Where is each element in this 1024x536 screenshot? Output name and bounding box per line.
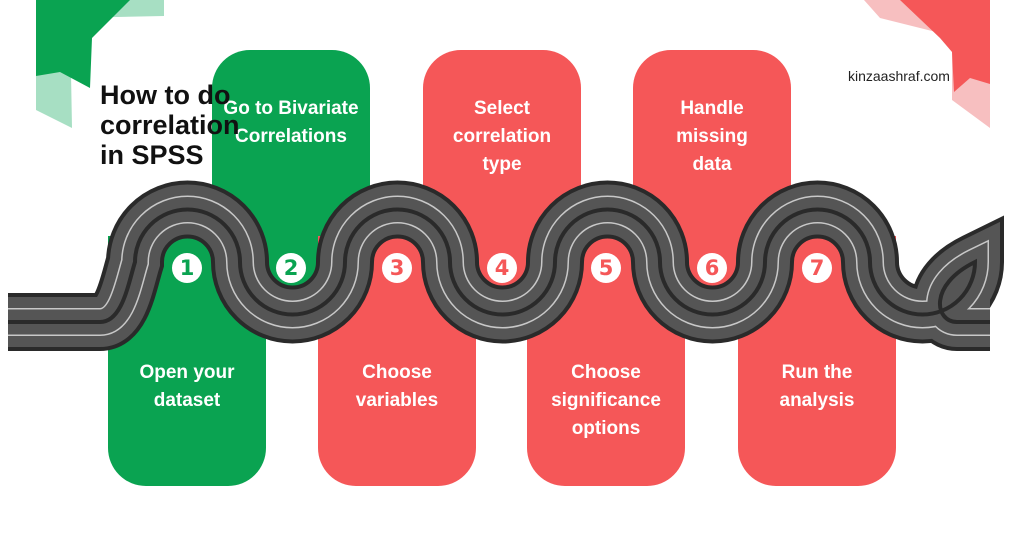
road-center-line <box>8 207 990 324</box>
step-4-line-2: correlation <box>452 126 552 147</box>
step-label-6: Handle missing data <box>627 95 797 179</box>
title-line-3: in SPSS <box>100 140 204 170</box>
step-label-3: Choose variables <box>312 359 482 415</box>
step-2-line-2: Correlations <box>235 126 347 147</box>
step-5-line-1: Choose <box>571 362 641 383</box>
step-label-5: Choose significance options <box>521 359 691 443</box>
step-4-line-1: Select <box>474 98 530 119</box>
step-number-5: 5 <box>591 253 621 283</box>
step-6-line-2: missing <box>676 126 748 147</box>
step-number-4: 4 <box>487 253 517 283</box>
top-right-chevrons <box>864 0 990 128</box>
step-4-line-3: type <box>482 154 522 175</box>
step-6-line-1: Handle <box>680 98 744 119</box>
step-label-4: Select correlation type <box>417 95 587 179</box>
step-number-3: 3 <box>382 253 412 283</box>
step-3-line-1: Choose <box>362 362 432 383</box>
step-5-line-2: significance <box>551 390 661 411</box>
title-line-1: How to do <box>100 80 231 110</box>
step-number-1: 1 <box>172 253 202 283</box>
step-number-6: 6 <box>697 253 727 283</box>
title-line-2: correlation <box>100 110 240 140</box>
website-credit: kinzaashraf.com <box>848 68 950 84</box>
step-number-2: 2 <box>276 253 306 283</box>
top-left-chevron-dark <box>36 0 130 88</box>
page-title: How to do correlation in SPSS <box>100 80 240 170</box>
top-left-chevrons <box>36 0 164 128</box>
top-right-chevron-dark <box>900 0 990 92</box>
step-2-line-1: Go to Bivariate <box>223 98 359 119</box>
step-6-line-3: data <box>692 154 732 175</box>
step-number-7: 7 <box>802 253 832 283</box>
step-1-line-2: dataset <box>153 390 221 411</box>
step-5-line-3: options <box>571 418 641 439</box>
step-1-line-1: Open your <box>139 362 235 383</box>
step-7-line-1: Run the <box>781 362 853 383</box>
step-3-line-2: variables <box>355 390 439 411</box>
step-label-1: Open your dataset <box>102 359 272 415</box>
step-label-7: Run the analysis <box>732 359 902 415</box>
step-7-line-2: analysis <box>779 390 855 411</box>
